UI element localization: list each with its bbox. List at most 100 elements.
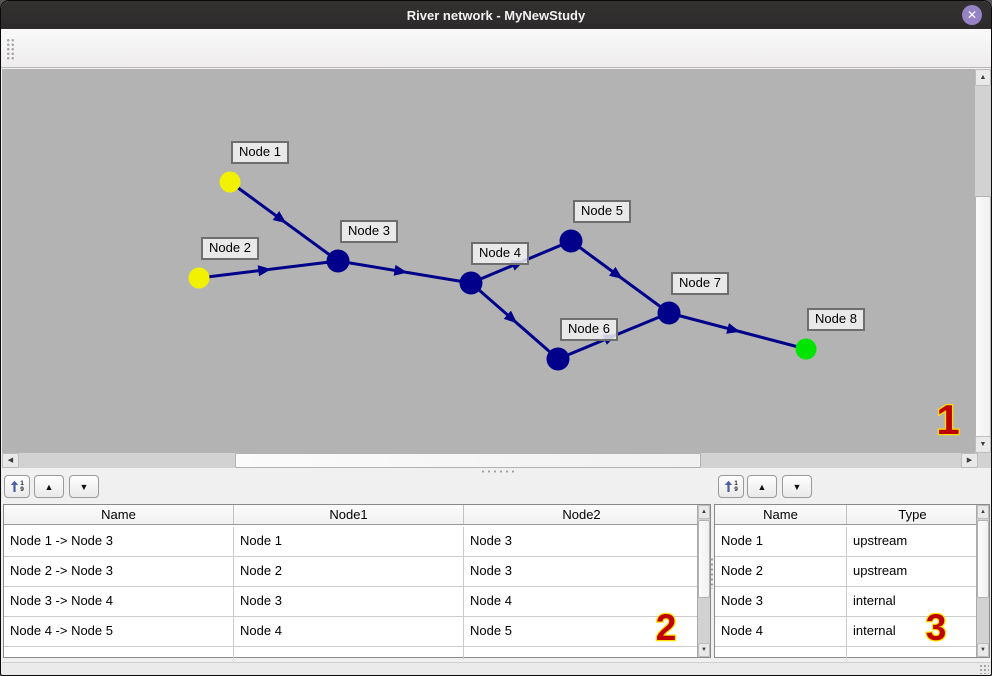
table-cell[interactable]: internal — [847, 587, 978, 617]
canvas-vertical-scrollbar[interactable]: ▲ ▼ — [975, 69, 991, 453]
table-cell[interactable]: Node 1 -> Node 3 — [4, 527, 234, 557]
node-label[interactable]: Node 8 — [807, 308, 865, 331]
nodes-table-header: Name Type — [715, 505, 989, 525]
up-arrow-icon: ▲ — [979, 74, 987, 81]
river-node[interactable] — [219, 171, 241, 193]
scroll-down-button[interactable]: ▼ — [977, 643, 989, 657]
node-label[interactable]: Node 3 — [340, 220, 398, 243]
scroll-down-button[interactable]: ▼ — [698, 643, 710, 657]
table-cell[interactable]: Node 3 — [715, 587, 847, 617]
up-arrow-icon: ▲ — [757, 481, 767, 492]
links-move-down-button[interactable]: ▼ — [69, 475, 99, 498]
column-header[interactable]: Name — [4, 505, 234, 524]
table-cell[interactable]: Node 2 -> Node 3 — [4, 557, 234, 587]
node-label[interactable]: Node 6 — [560, 318, 618, 341]
annotation-1: 1 — [935, 396, 961, 443]
scroll-up-button[interactable]: ▲ — [977, 505, 989, 519]
canvas-horizontal-scrollbar[interactable]: ◀ ▶ — [2, 453, 978, 468]
table-cell[interactable]: Node 4 — [715, 617, 847, 647]
flow-direction-arrow-icon — [393, 264, 408, 276]
node-label[interactable]: Node 5 — [573, 200, 631, 223]
river-node[interactable] — [546, 347, 570, 371]
links-move-up-button[interactable]: ▲ — [34, 475, 64, 498]
nodes-move-up-button[interactable]: ▲ — [747, 475, 777, 498]
river-node[interactable] — [559, 229, 583, 253]
node-label[interactable]: Node 7 — [671, 272, 729, 295]
table-cell[interactable]: Node 3 — [464, 557, 699, 587]
scrollbar-corner — [978, 453, 991, 468]
titlebar[interactable]: River network - MyNewStudy ✕ — [1, 1, 991, 29]
vertical-scroll-thumb[interactable] — [975, 196, 991, 438]
table-cell[interactable]: upstream — [847, 557, 978, 587]
river-node[interactable] — [795, 338, 817, 360]
table-cell[interactable]: Node 4 — [234, 617, 464, 647]
column-header[interactable]: Node2 — [562, 507, 601, 522]
table-cell[interactable]: Node 2 — [715, 557, 847, 587]
column-header[interactable]: Type — [898, 507, 927, 522]
river-node[interactable] — [188, 267, 210, 289]
node-label[interactable]: Node 2 — [201, 237, 259, 260]
table-cell[interactable]: upstream — [847, 527, 978, 557]
toolbar-grip-handle[interactable] — [6, 38, 15, 60]
down-arrow-icon: ▼ — [79, 481, 89, 492]
table-row-empty — [4, 647, 710, 659]
scroll-left-button[interactable]: ◀ — [2, 453, 19, 468]
column-header[interactable]: Name — [715, 505, 847, 524]
flow-direction-arrow-icon — [726, 323, 741, 334]
river-node[interactable] — [326, 249, 350, 273]
network-canvas[interactable]: Node 1 Node 2 Node 3 Node 4 Node 5 Node 6 Node… — [2, 69, 975, 453]
table-row-empty — [715, 647, 989, 659]
right-arrow-icon: ▶ — [966, 457, 973, 464]
splitter-handle-icon — [480, 470, 514, 473]
nodes-table-scrollbar[interactable]: ▲ ▼ — [976, 505, 989, 657]
table-cell[interactable]: Node 4 — [464, 587, 699, 617]
scroll-up-button[interactable]: ▲ — [975, 69, 991, 86]
close-icon: ✕ — [966, 8, 978, 22]
table-cell[interactable]: Node 1 — [715, 527, 847, 557]
horizontal-scroll-thumb[interactable] — [235, 453, 701, 468]
left-arrow-icon: ◀ — [7, 457, 14, 464]
node-label[interactable]: Node 1 — [231, 141, 289, 164]
table-cell[interactable]: Node 4 -> Node 5 — [4, 617, 234, 647]
links-table-scrollbar[interactable]: ▲ ▼ — [697, 505, 710, 657]
nodes-move-down-button[interactable]: ▼ — [782, 475, 812, 498]
river-node[interactable] — [657, 301, 681, 325]
table-cell[interactable]: internal — [847, 617, 978, 647]
table-cell[interactable]: Node 2 — [234, 557, 464, 587]
window-title: River network - MyNewStudy — [406, 7, 586, 23]
node-label[interactable]: Node 4 — [471, 242, 529, 265]
vertical-splitter[interactable] — [710, 557, 714, 589]
resize-grip[interactable] — [979, 664, 989, 674]
close-button[interactable]: ✕ — [962, 5, 982, 25]
column-header[interactable]: Node1 — [234, 505, 464, 524]
horizontal-splitter[interactable] — [2, 468, 991, 475]
vertical-scroll-thumb[interactable] — [977, 520, 989, 598]
scroll-right-button[interactable]: ▶ — [961, 453, 978, 468]
table-cell[interactable]: Node 5 — [464, 617, 699, 647]
table-cell[interactable]: Node 1 — [234, 527, 464, 557]
scroll-up-button[interactable]: ▲ — [698, 505, 710, 519]
table-cell[interactable]: Node 3 — [464, 527, 699, 557]
scroll-down-button[interactable]: ▼ — [975, 436, 991, 453]
river-node[interactable] — [459, 271, 483, 295]
table-cell[interactable]: Node 3 -> Node 4 — [4, 587, 234, 617]
vertical-scroll-thumb[interactable] — [698, 520, 710, 598]
table-cell[interactable]: Node 3 — [234, 587, 464, 617]
